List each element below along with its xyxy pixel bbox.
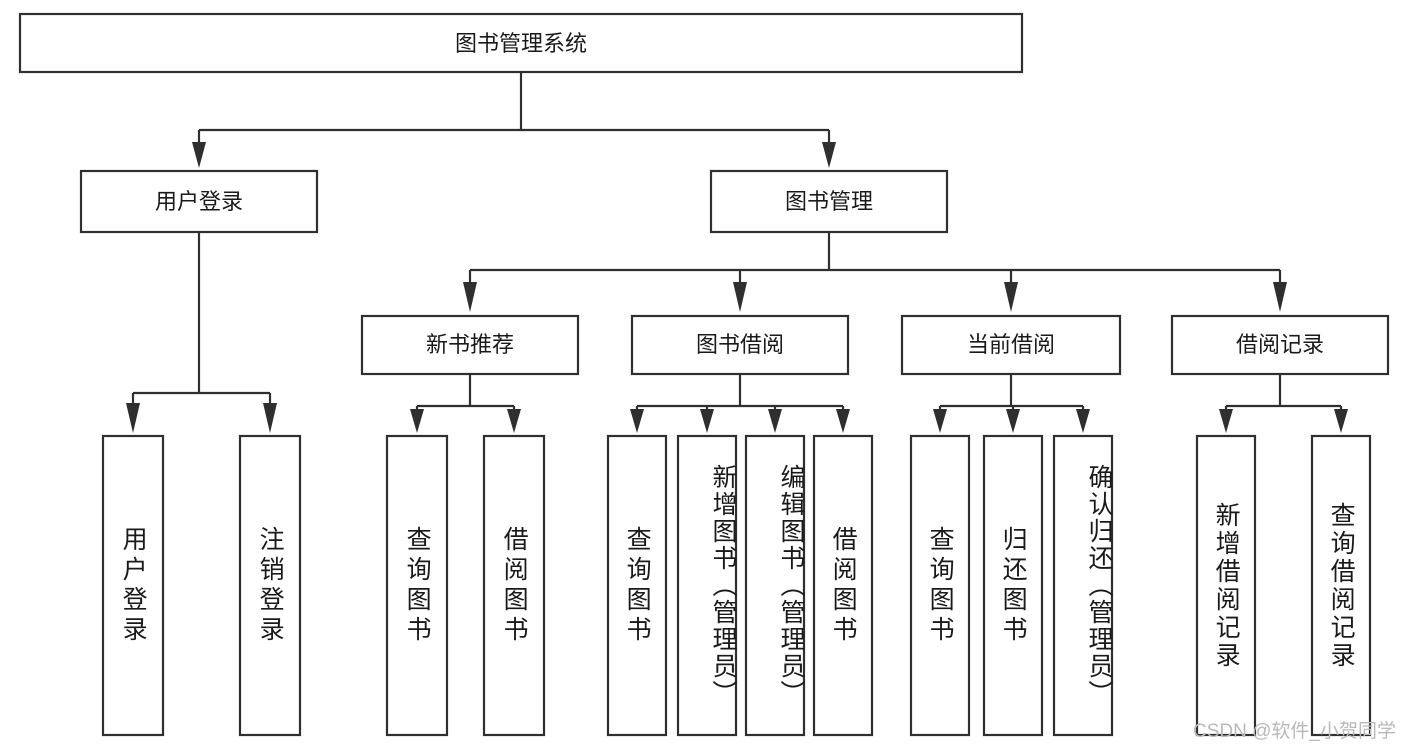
arrow-cb-to-leaf1 xyxy=(933,409,947,433)
node-new-book-recommend-rect[interactable] xyxy=(360,314,580,376)
leaf-borrow-book-rec-rect[interactable] xyxy=(482,434,546,737)
arrow-cb-to-leaf3 xyxy=(1076,409,1090,433)
leaf-user-logout-rect[interactable] xyxy=(238,434,302,737)
leaf-add-book-rect[interactable] xyxy=(676,434,738,737)
arrow-ul-to-leaf1 xyxy=(126,403,140,433)
node-current-borrow[interactable]: 当前借阅 xyxy=(900,314,1122,376)
arrow-bm-to-currentborrow xyxy=(1004,282,1018,312)
node-root-rect[interactable] xyxy=(18,12,1024,74)
arrow-nb-to-leaf1 xyxy=(410,409,424,433)
node-borrow-record-rect[interactable] xyxy=(1170,314,1390,376)
arrow-nb-to-leaf2 xyxy=(507,409,521,433)
leaf-confirm-return-rect[interactable] xyxy=(1052,434,1114,737)
leaf-return-book-rect[interactable] xyxy=(982,434,1044,737)
node-user-login-label: 用户登录 xyxy=(155,189,243,214)
leaf-query-book-cur-rect[interactable] xyxy=(909,434,971,737)
node-new-book-recommend-label: 新书推荐 xyxy=(426,332,514,357)
leaf-user-login-rect[interactable] xyxy=(101,434,165,737)
leaf-borrow-book-rect[interactable] xyxy=(812,434,874,737)
arrow-bm-to-bookborrow xyxy=(733,282,747,312)
node-borrow-record-label: 借阅记录 xyxy=(1236,332,1324,357)
arrow-bm-to-newbook xyxy=(463,282,477,312)
arrow-br-to-leaf1 xyxy=(1219,409,1233,433)
node-user-login[interactable]: 用户登录 xyxy=(79,169,319,234)
leaf-node-layer xyxy=(101,434,1372,737)
arrow-br-to-leaf2 xyxy=(1334,409,1348,433)
arrow-cb-to-leaf2 xyxy=(1006,409,1020,433)
connector-layer xyxy=(126,72,1348,433)
arrow-ul-to-leaf2 xyxy=(263,403,277,433)
node-root-label: 图书管理系统 xyxy=(455,31,587,56)
arrow-bb-to-leaf1 xyxy=(630,409,644,433)
arrow-bb-to-leaf2 xyxy=(700,409,714,433)
node-book-manage-rect[interactable] xyxy=(709,169,949,234)
node-user-login-rect[interactable] xyxy=(79,169,319,234)
leaf-add-record-rect[interactable] xyxy=(1195,434,1257,737)
arrow-bm-to-borrowrecord xyxy=(1273,282,1287,312)
node-book-borrow[interactable]: 图书借阅 xyxy=(630,314,850,376)
node-book-manage-label: 图书管理 xyxy=(785,189,873,214)
node-current-borrow-label: 当前借阅 xyxy=(967,332,1055,357)
node-book-borrow-label: 图书借阅 xyxy=(696,332,784,357)
leaf-edit-book-rect[interactable] xyxy=(744,434,806,737)
node-book-borrow-rect[interactable] xyxy=(630,314,850,376)
node-current-borrow-rect[interactable] xyxy=(900,314,1122,376)
node-root[interactable]: 图书管理系统 xyxy=(18,12,1024,74)
node-new-book-recommend[interactable]: 新书推荐 xyxy=(360,314,580,376)
arrow-root-to-book-manage xyxy=(822,142,836,168)
node-borrow-record[interactable]: 借阅记录 xyxy=(1170,314,1390,376)
arrow-bb-to-leaf3 xyxy=(768,409,782,433)
leaf-query-record-rect[interactable] xyxy=(1310,434,1372,737)
watermark-text: CSDN @软件_小贺同学 xyxy=(1193,721,1396,742)
leaf-query-book-borrow-rect[interactable] xyxy=(606,434,668,737)
node-book-manage[interactable]: 图书管理 xyxy=(709,169,949,234)
leaf-query-book-rec-rect[interactable] xyxy=(385,434,449,737)
arrow-root-to-user-login xyxy=(192,142,206,168)
arrow-bb-to-leaf4 xyxy=(836,409,850,433)
